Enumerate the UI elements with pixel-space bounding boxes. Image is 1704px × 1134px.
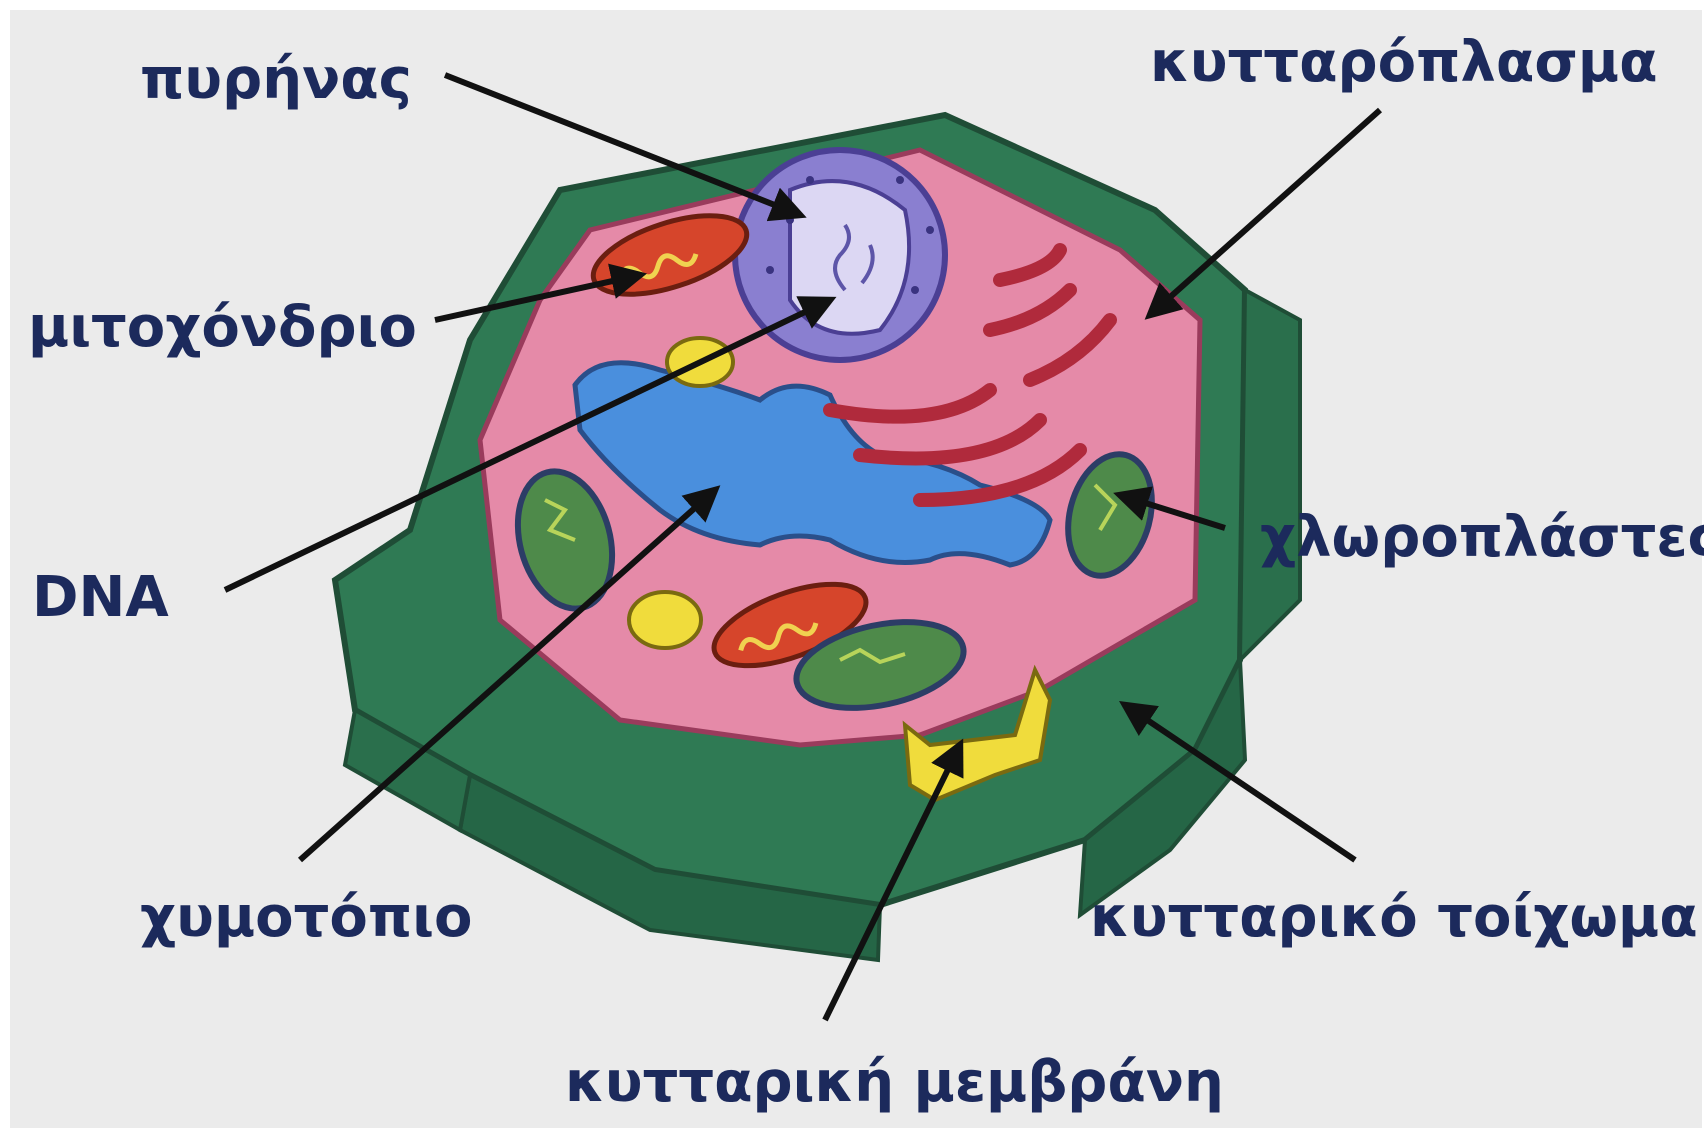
- label-cell-wall: κυτταρικό τοίχωμα: [1090, 890, 1698, 946]
- label-cell-membrane: κυτταρική μεμβράνη: [565, 1055, 1224, 1111]
- arrow-cytoplasm: [1150, 110, 1380, 315]
- label-nucleus: πυρήνας: [140, 52, 412, 108]
- label-vacuole: χυμοτόπιο: [140, 890, 472, 946]
- label-dna: DNA: [32, 570, 169, 626]
- label-chloroplasts: χλωροπλάστες: [1260, 510, 1704, 566]
- label-mitochondrion: μιτοχόνδριο: [28, 300, 417, 356]
- label-cytoplasm: κυτταρόπλασμα: [1150, 35, 1658, 91]
